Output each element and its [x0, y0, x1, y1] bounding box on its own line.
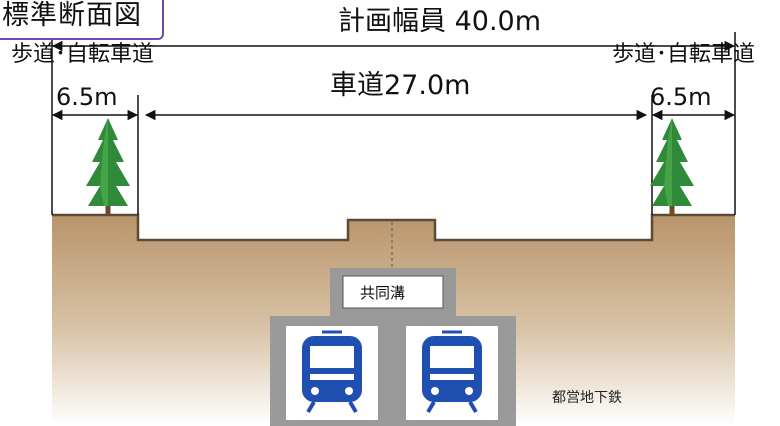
utility-duct-label: 共同溝	[360, 284, 406, 302]
utility-duct-inner	[342, 275, 444, 309]
tree-icon	[86, 118, 130, 216]
train-icon	[302, 330, 362, 414]
title-badge: 標準断面図	[0, 0, 164, 40]
tree-icon	[650, 118, 694, 216]
roadway-width-label: 車道27.0m	[330, 70, 471, 101]
train-icon	[422, 330, 482, 414]
ground-surface-line	[52, 213, 735, 242]
total-width-label: 計画幅員 40.0m	[338, 6, 542, 37]
walkway-width-right: 6.5m	[650, 83, 712, 111]
subway-label: 都営地下鉄	[552, 390, 622, 406]
title-badge-text: 標準断面図	[2, 0, 142, 31]
walkway-label-right: 歩道･自転車道	[612, 42, 756, 67]
walkway-width-left: 6.5m	[56, 83, 118, 111]
walkway-label-left: 歩道･自転車道	[11, 42, 155, 67]
